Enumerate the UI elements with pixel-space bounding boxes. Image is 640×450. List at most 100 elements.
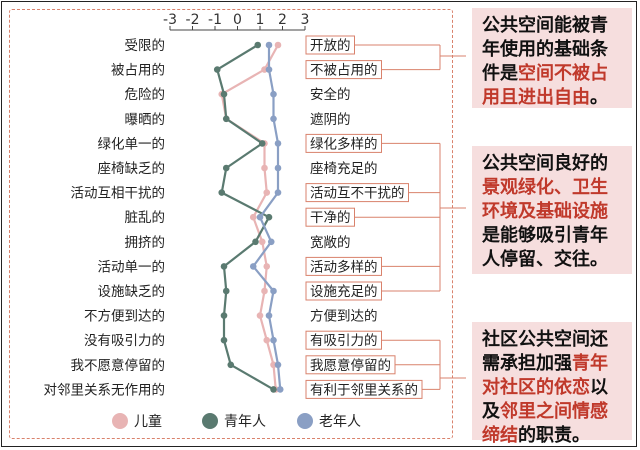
left-label: 对邻里关系无作用的 <box>44 382 166 398</box>
right-label: 遮阴的 <box>310 112 351 128</box>
right-label: 有吸引力的 <box>310 333 378 349</box>
right-label-highlight-box <box>305 183 409 203</box>
left-label: 没有吸引力的 <box>84 333 165 349</box>
series-point-1 <box>220 312 228 319</box>
callout-text: 景观绿化、卫生环境及基础设施 <box>482 177 608 222</box>
right-label: 干净的 <box>310 210 351 226</box>
series-point-1 <box>222 287 230 295</box>
legend-label: 儿童 <box>134 413 162 430</box>
callout-environment: 公共空间良好的景观绿化、卫生环境及基础设施是能够吸引青年人停留、交往。 <box>472 146 632 274</box>
callout-text: 。 <box>590 87 608 108</box>
left-label: 设施缺乏的 <box>98 284 166 300</box>
callout-text: 邻里之间情感缔结 <box>482 401 608 446</box>
series-point-2 <box>270 90 277 98</box>
left-label: 绿化单一的 <box>98 136 166 152</box>
left-label: 拥挤的 <box>125 235 166 251</box>
right-label: 开放的 <box>310 38 351 54</box>
right-label-highlight-box <box>305 355 396 375</box>
series-point-0 <box>258 238 266 246</box>
callout-text: 以及 <box>482 377 608 422</box>
series-point-2 <box>270 115 277 123</box>
left-label: 不方便到达的 <box>84 309 165 325</box>
series-point-2 <box>270 287 277 295</box>
x-tick-label: 2 <box>278 12 287 28</box>
right-label-highlight-box <box>305 281 382 301</box>
series-point-0 <box>263 263 271 270</box>
series-point-2 <box>249 263 257 270</box>
series-point-2 <box>274 164 282 172</box>
callout-access: 公共空间能被青年使用的基础条件是空间不被占用且进出自由。 <box>472 8 632 108</box>
callout-text: 公共空间能被青年使用的基础条件是 <box>482 15 608 84</box>
right-label: 活动互不干扰的 <box>310 186 405 202</box>
right-label: 活动多样的 <box>310 258 378 275</box>
right-label: 有利于邻里关系的 <box>310 382 418 398</box>
series-point-1 <box>220 336 228 344</box>
right-label-highlight-box <box>305 207 355 227</box>
series-point-2 <box>265 41 273 49</box>
callout-text: 社区公共空间还需承担加强 <box>482 329 608 374</box>
series-point-1 <box>222 164 230 172</box>
series-point-1 <box>270 386 277 393</box>
legend-marker <box>112 413 128 429</box>
right-label-highlight-box <box>305 35 355 55</box>
series-point-2 <box>274 140 282 147</box>
x-tick-label: -2 <box>186 12 200 28</box>
series-point-2 <box>267 238 275 246</box>
right-label: 绿化多样的 <box>310 135 378 152</box>
callout-text: 青年对社区的依恋 <box>482 353 608 398</box>
left-label: 被占用的 <box>111 63 165 79</box>
series-point-1 <box>220 90 228 98</box>
series-point-1 <box>265 213 273 221</box>
right-label: 座椅充足的 <box>310 161 378 177</box>
right-label-highlight-box <box>305 379 423 399</box>
left-labels: 受限的被占用的危险的曝晒的绿化单一的座椅缺乏的活动互相干扰的脏乱的拥挤的活动单一… <box>44 38 166 398</box>
series-point-2 <box>265 66 273 73</box>
left-label: 危险的 <box>125 87 166 103</box>
series-point-2 <box>270 336 277 344</box>
right-label-highlight-box <box>305 133 382 153</box>
x-tick-label: -1 <box>208 12 222 28</box>
left-label: 座椅缺乏的 <box>98 161 166 177</box>
series-point-0 <box>263 336 271 344</box>
series-point-2 <box>274 189 282 196</box>
legend-label: 老年人 <box>319 414 361 430</box>
chart-panel <box>9 9 453 439</box>
right-label-highlight-box <box>305 330 382 350</box>
right-label: 宽敞的 <box>310 234 351 251</box>
right-label-highlight-box <box>305 60 382 80</box>
x-tick-label: 0 <box>233 12 242 28</box>
right-label: 我愿意停留的 <box>310 357 391 374</box>
legend: 儿童 青年人 老年人 <box>112 413 361 430</box>
right-labels: 开放的不被占用的安全的遮阴的绿化多样的座椅充足的活动互不干扰的干净的宽敞的活动多… <box>305 35 423 399</box>
left-label: 活动互相干扰的 <box>71 186 166 202</box>
series-point-2 <box>276 386 284 393</box>
series-point-2 <box>274 361 282 369</box>
callout-text: 是能够吸引青年人停留、交往。 <box>482 225 608 270</box>
series-point-0 <box>263 189 271 196</box>
series-point-1 <box>254 41 262 49</box>
series-point-1 <box>252 238 259 246</box>
left-label: 曝晒的 <box>125 112 166 128</box>
series-point-0 <box>261 287 268 295</box>
connector-lines <box>354 44 466 390</box>
legend-label: 青年人 <box>224 414 266 430</box>
series-point-1 <box>227 361 235 369</box>
series-point-0 <box>261 164 268 172</box>
right-label: 不被占用的 <box>310 63 378 79</box>
left-label: 脏乱的 <box>125 210 166 226</box>
left-label: 活动单一的 <box>98 259 166 275</box>
x-tick-label: 1 <box>256 12 265 28</box>
left-label: 受限的 <box>125 38 166 54</box>
legend-marker <box>297 413 313 429</box>
series-point-1 <box>222 115 230 123</box>
right-label: 方便到达的 <box>310 309 378 325</box>
x-tick-label: 3 <box>301 12 310 28</box>
callout-text: 公共空间良好的 <box>482 153 608 174</box>
series-point-1 <box>220 263 228 270</box>
series-point-1 <box>258 140 266 147</box>
callout-text: 空间不被占用且进出自由 <box>482 63 608 108</box>
